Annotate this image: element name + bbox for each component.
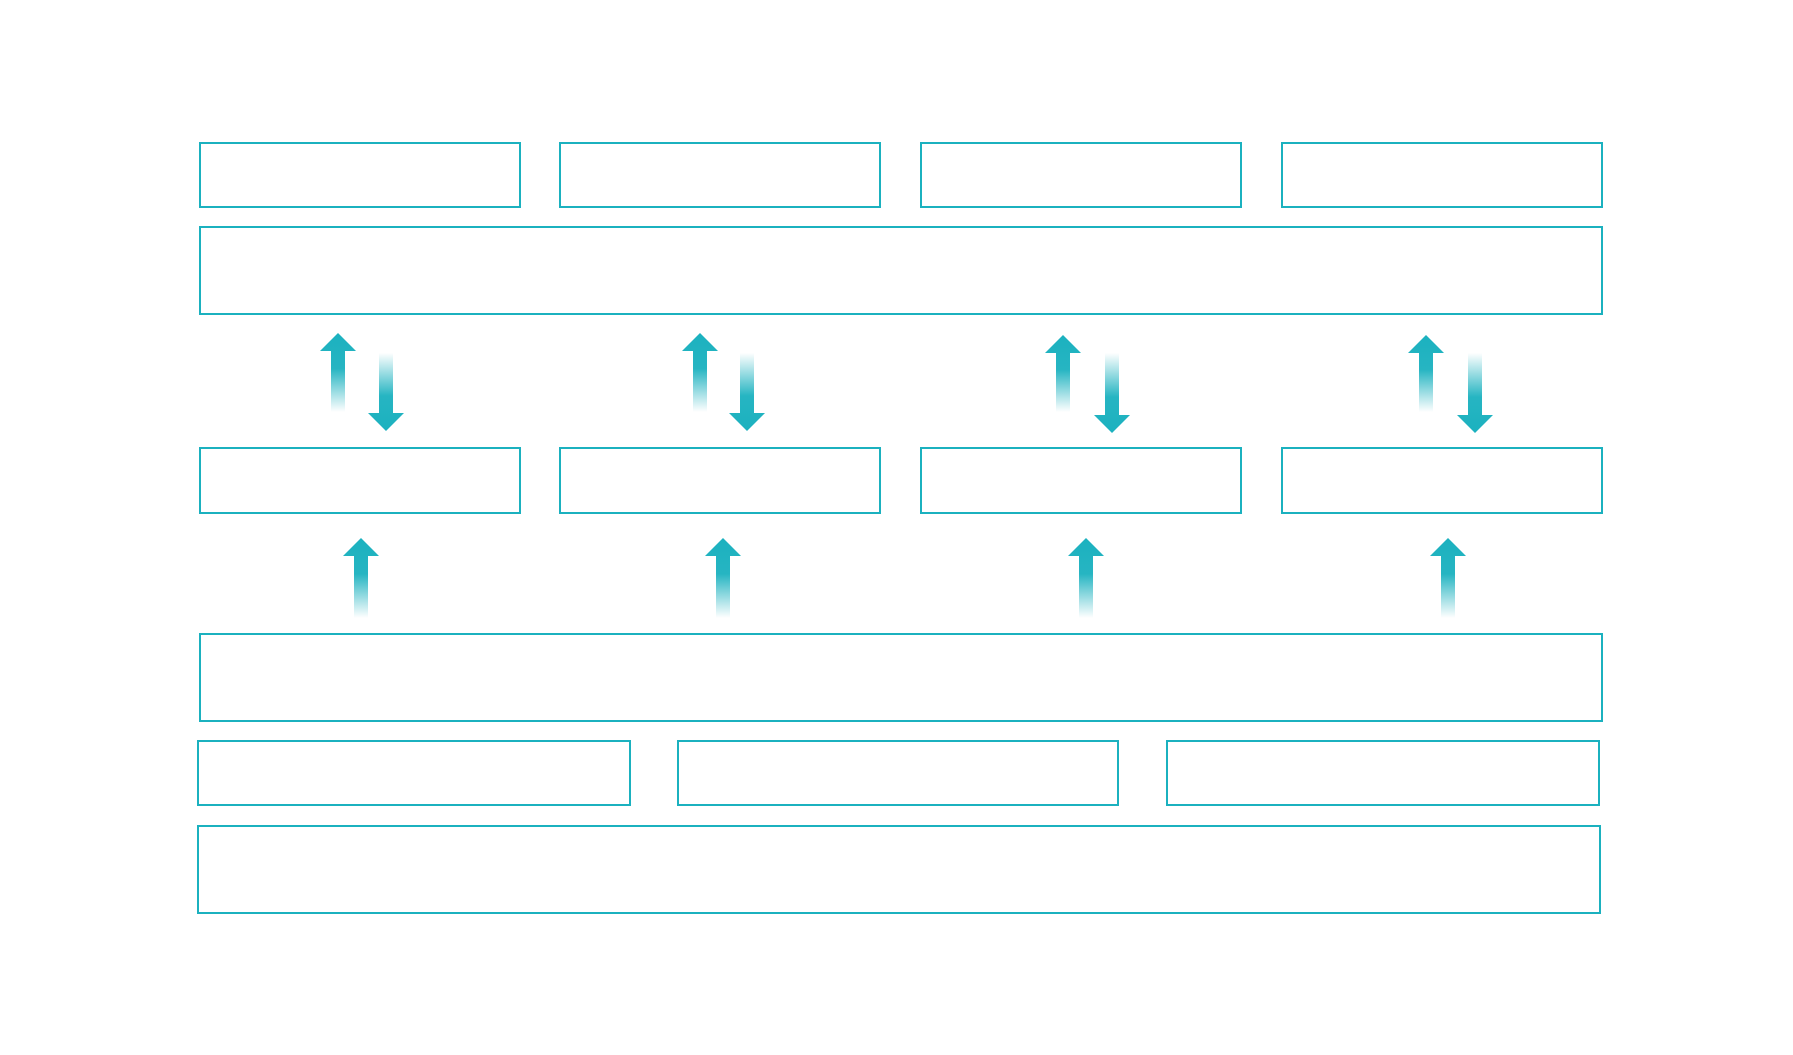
middle-box-2 bbox=[559, 447, 881, 514]
up-arrow-icon-1 bbox=[343, 538, 379, 618]
lower-band bbox=[199, 633, 1603, 722]
top-box-3 bbox=[920, 142, 1242, 208]
up-arrow-icon-pair-4 bbox=[1408, 335, 1444, 412]
up-arrow-icon-pair-2 bbox=[682, 333, 718, 412]
top-box-2 bbox=[559, 142, 881, 208]
up-arrow-icon-2 bbox=[705, 538, 741, 618]
down-arrow-icon-pair-3 bbox=[1094, 353, 1130, 433]
middle-box-4 bbox=[1281, 447, 1603, 514]
middle-box-3 bbox=[920, 447, 1242, 514]
down-arrow-icon-pair-4 bbox=[1457, 353, 1493, 433]
down-arrow-icon-pair-2 bbox=[729, 353, 765, 431]
up-arrow-icon-3 bbox=[1068, 538, 1104, 618]
top-box-4 bbox=[1281, 142, 1603, 208]
up-arrow-icon-pair-3 bbox=[1045, 335, 1081, 412]
down-arrow-icon-pair-1 bbox=[368, 353, 404, 431]
up-arrow-icon-4 bbox=[1430, 538, 1466, 618]
bottom-band bbox=[197, 825, 1601, 914]
upper-band bbox=[199, 226, 1603, 315]
top-box-1 bbox=[199, 142, 521, 208]
lower-box-1 bbox=[197, 740, 631, 806]
lower-box-3 bbox=[1166, 740, 1600, 806]
middle-box-1 bbox=[199, 447, 521, 514]
up-arrow-icon-pair-1 bbox=[320, 333, 356, 412]
lower-box-2 bbox=[677, 740, 1119, 806]
